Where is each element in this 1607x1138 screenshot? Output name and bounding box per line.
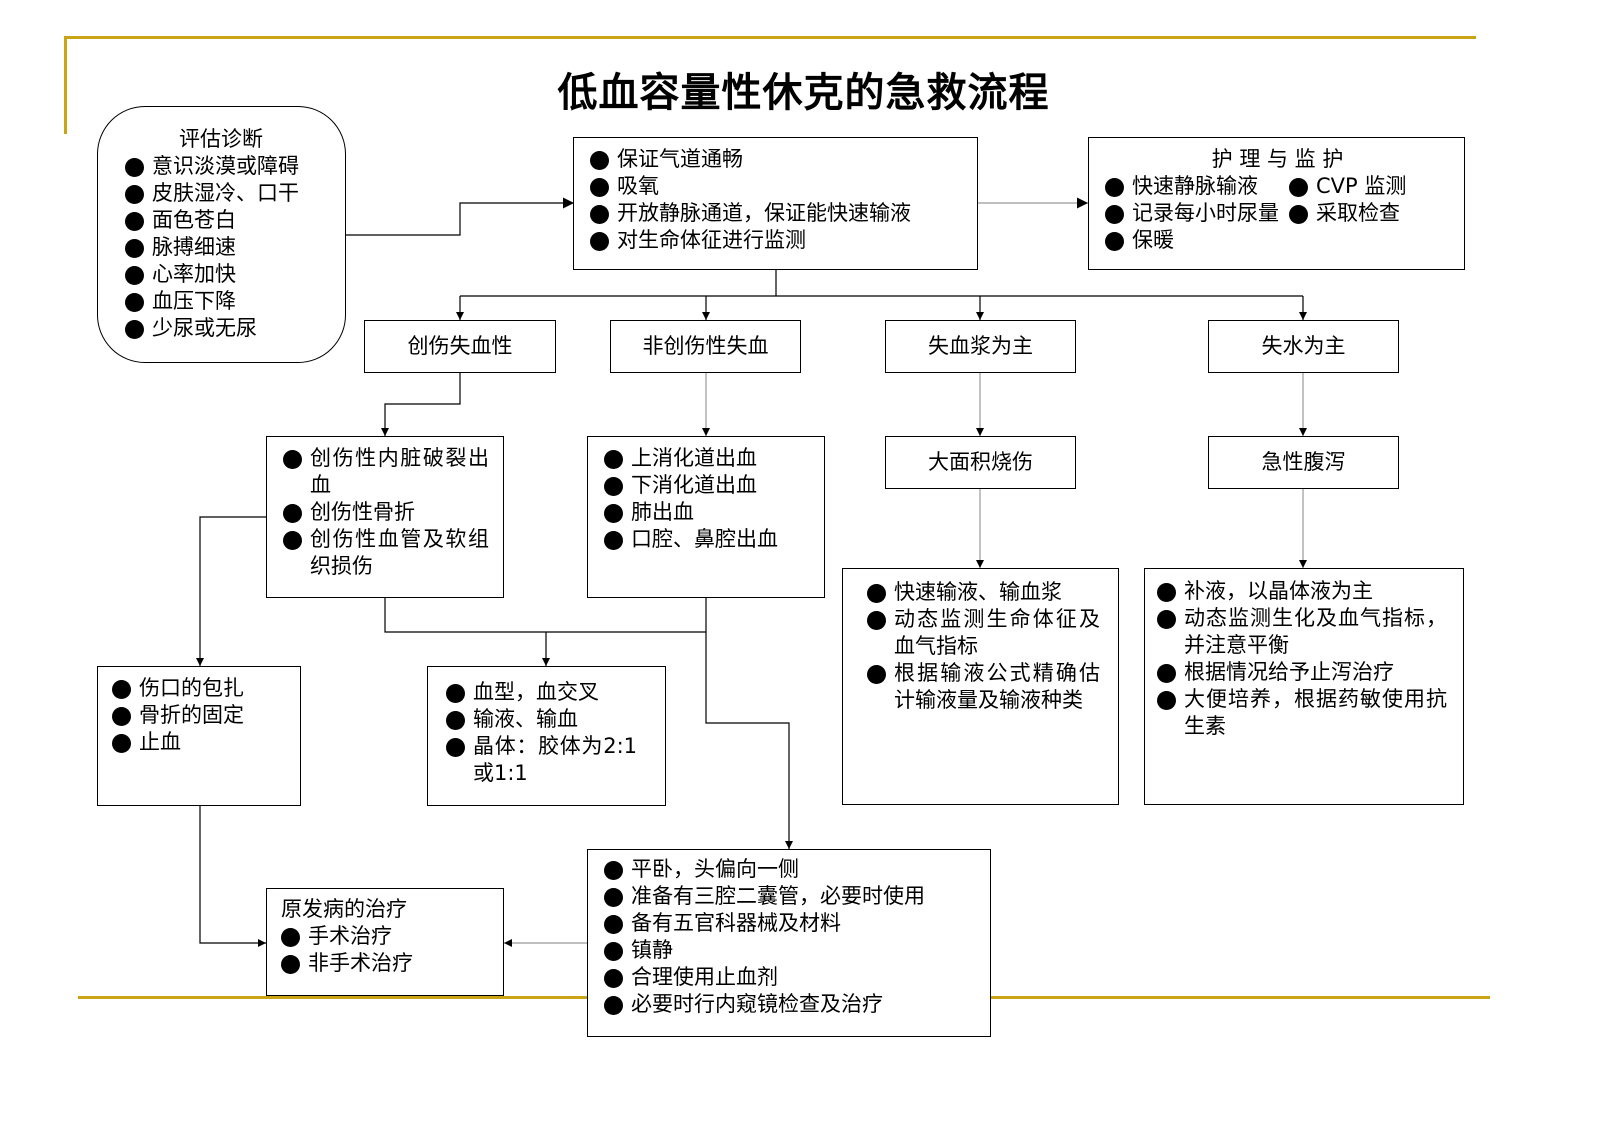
- bullet-item: 对生命体征进行监测: [590, 227, 965, 254]
- primary-treatment-heading: 原发病的治疗: [281, 897, 407, 921]
- bullet-item: 快速输液、输血浆: [867, 579, 1100, 606]
- bullet-item: 伤口的包扎: [112, 675, 290, 702]
- left-rule: [64, 36, 67, 134]
- bullet-item: 少尿或无尿: [125, 315, 337, 342]
- bullet-item: 输液、输血: [446, 706, 637, 733]
- bullet-item: 面色苍白: [125, 207, 337, 234]
- arrow-trauma-to-causes: [381, 372, 461, 436]
- bullet-item: 根据情况给予止泻治疗: [1157, 659, 1447, 686]
- nursing-box: 护 理 与 监 护 快速静脉输液 CVP 监测 记录每小时尿量 采取检查 保暖: [1088, 137, 1465, 270]
- initial-care-box: 保证气道通畅 吸氧 开放静脉通道，保证能快速输液 对生命体征进行监测: [573, 137, 978, 270]
- bullet-item: 口腔、鼻腔出血: [604, 526, 814, 553]
- bullet-item: 必要时行内窥镜检查及治疗: [604, 991, 980, 1018]
- bullet-item: 合理使用止血剂: [604, 964, 980, 991]
- bullet-item: 皮肤湿冷、口干: [125, 180, 337, 207]
- arrow-causes-to-wound: [196, 516, 266, 666]
- arrow-wound-to-primary: [199, 805, 266, 947]
- category-non-trauma: 非创伤性失血: [610, 320, 801, 373]
- arrow-nontrauma-to-bleeding: [705, 597, 793, 849]
- bullet-item: 保暖: [1105, 227, 1450, 254]
- bullet-item: 骨折的固定: [112, 702, 290, 729]
- bullet-item: 心率加快: [125, 261, 337, 288]
- bullet-item: 创伤性血管及软组织损伤: [283, 526, 489, 580]
- water-treatment-box: 补液，以晶体液为主 动态监测生化及血气指标，并注意平衡 根据情况给予止泻治疗 大…: [1144, 568, 1464, 805]
- bleeding-care-box: 平卧，头偏向一侧 准备有三腔二囊管，必要时使用 备有五官科器械及材料 镇静 合理…: [587, 849, 991, 1037]
- bullet-item: 记录每小时尿量: [1105, 200, 1289, 227]
- bullet-item: 血压下降: [125, 288, 337, 315]
- arrow-assessment-to-care: [345, 197, 574, 236]
- bullet-item: 非手术治疗: [281, 950, 493, 977]
- category-water: 失水为主: [1208, 320, 1399, 373]
- assessment-box: 评估诊断 意识淡漠或障碍 皮肤湿冷、口干 面色苍白 脉搏细速 心率加快 血压下降…: [97, 106, 346, 363]
- bullet-item: 补液，以晶体液为主: [1157, 578, 1447, 605]
- bullet-item: 脉搏细速: [125, 234, 337, 261]
- bullet-item: 动态监测生化及血气指标，并注意平衡: [1157, 605, 1447, 659]
- page-title: 低血容量性休克的急救流程: [557, 70, 1050, 116]
- bullet-item: 大便培养，根据药敏使用抗生素: [1157, 686, 1447, 740]
- primary-treatment-box: 原发病的治疗 手术治疗 非手术治疗: [266, 888, 504, 996]
- bullet-item: 采取检查: [1289, 200, 1450, 227]
- bullet-item: 准备有三腔二囊管，必要时使用: [604, 883, 980, 910]
- bullet-item: 创伤性内脏破裂出血: [283, 445, 489, 499]
- bullet-item: 备有五官科器械及材料: [604, 910, 980, 937]
- bullet-item: 吸氧: [590, 173, 965, 200]
- bullet-item: 止血: [112, 729, 290, 756]
- nursing-row: 记录每小时尿量 采取检查: [1105, 200, 1450, 227]
- burn-box: 大面积烧伤: [885, 436, 1076, 489]
- bullet-item: 创伤性骨折: [283, 499, 489, 526]
- bullet-item: 动态监测生命体征及血气指标: [867, 606, 1100, 660]
- trauma-causes-box: 创伤性内脏破裂出血 创伤性骨折 创伤性血管及软组织损伤: [266, 436, 504, 598]
- bullet-item: 快速静脉输液: [1105, 173, 1289, 200]
- connector-merge: [384, 597, 706, 633]
- assessment-heading: 评估诊断: [179, 127, 263, 151]
- bullet-item: 镇静: [604, 937, 980, 964]
- plasma-treatment-box: 快速输液、输血浆 动态监测生命体征及血气指标 根据输液公式精确估计输液量及输液种…: [842, 568, 1119, 805]
- bullet-item: 下消化道出血: [604, 472, 814, 499]
- bullet-item: 开放静脉通道，保证能快速输液: [590, 200, 965, 227]
- bullet-item: CVP 监测: [1289, 173, 1450, 200]
- nursing-heading: 护 理 与 监 护: [1211, 147, 1344, 171]
- bullet-item: 血型，血交叉: [446, 679, 637, 706]
- diarrhea-box: 急性腹泻: [1208, 436, 1399, 489]
- bullet-item: 平卧，头偏向一侧: [604, 856, 980, 883]
- bullet-item: 上消化道出血: [604, 445, 814, 472]
- category-plasma: 失血浆为主: [885, 320, 1076, 373]
- bullet-item: 肺出血: [604, 499, 814, 526]
- top-rule: [66, 36, 1476, 39]
- bullet-item: 意识淡漠或障碍: [125, 153, 337, 180]
- wound-care-box: 伤口的包扎 骨折的固定 止血: [97, 666, 301, 806]
- category-trauma: 创伤失血性: [364, 320, 556, 373]
- bullet-item: 保证气道通畅: [590, 146, 965, 173]
- bullet-item: 手术治疗: [281, 923, 493, 950]
- nursing-row: 快速静脉输液 CVP 监测: [1105, 173, 1450, 200]
- non-trauma-causes-box: 上消化道出血 下消化道出血 肺出血 口腔、鼻腔出血: [587, 436, 825, 598]
- transfusion-box: 血型，血交叉 输液、输血 晶体：胶体为2:1或1:1: [427, 666, 666, 806]
- bullet-item: 晶体：胶体为2:1或1:1: [446, 733, 637, 787]
- bullet-item: 根据输液公式精确估计输液量及输液种类: [867, 660, 1100, 714]
